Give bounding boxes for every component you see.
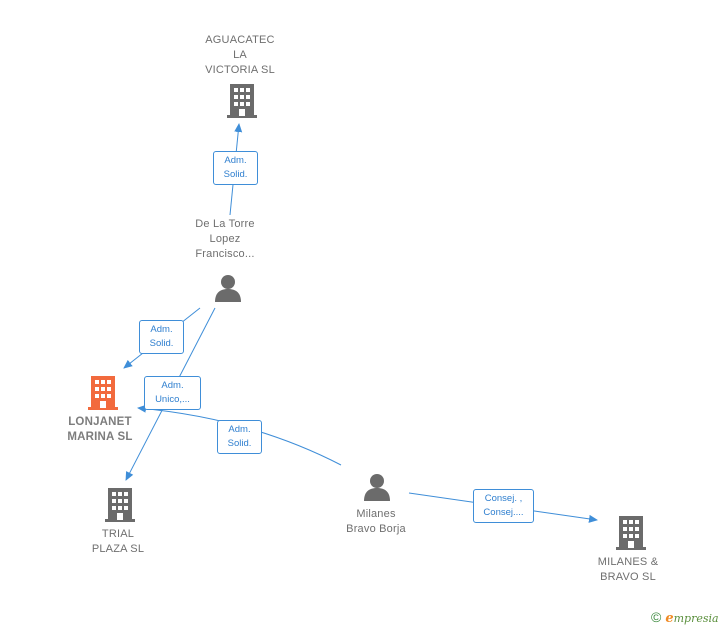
edge-e4-label[interactable]: Adm. Solid. bbox=[217, 420, 262, 454]
node-lonjanet-label: LONJANET MARINA SL bbox=[67, 416, 133, 443]
building-icon[interactable] bbox=[226, 84, 258, 118]
building-icon[interactable] bbox=[104, 488, 136, 522]
edge-e5-label[interactable]: Consej. , Consej.... bbox=[473, 489, 534, 523]
footer-brand: ©empresia bbox=[651, 609, 719, 626]
node-de-la-torre-label: De La Torre Lopez Francisco... bbox=[195, 218, 255, 260]
node-milanes-bravo-label: MILANES & BRAVO SL bbox=[597, 556, 659, 583]
edge-e2-label[interactable]: Adm. Solid. bbox=[139, 320, 184, 354]
person-icon[interactable] bbox=[213, 273, 243, 303]
building-icon[interactable] bbox=[615, 516, 647, 550]
brand-logo: empresia bbox=[665, 611, 719, 626]
person-icon[interactable] bbox=[362, 472, 392, 502]
edge-e1-label[interactable]: Adm. Solid. bbox=[213, 151, 258, 185]
edge-e3-label[interactable]: Adm. Unico,... bbox=[144, 376, 201, 410]
node-aguacatec-label: AGUACATEC LA VICTORIA SL bbox=[205, 34, 275, 76]
node-trial-plaza-label: TRIAL PLAZA SL bbox=[91, 528, 145, 555]
node-milanes-person-label: Milanes Bravo Borja bbox=[346, 508, 406, 535]
copyright-symbol: © bbox=[651, 609, 662, 625]
building-icon[interactable] bbox=[87, 376, 119, 410]
